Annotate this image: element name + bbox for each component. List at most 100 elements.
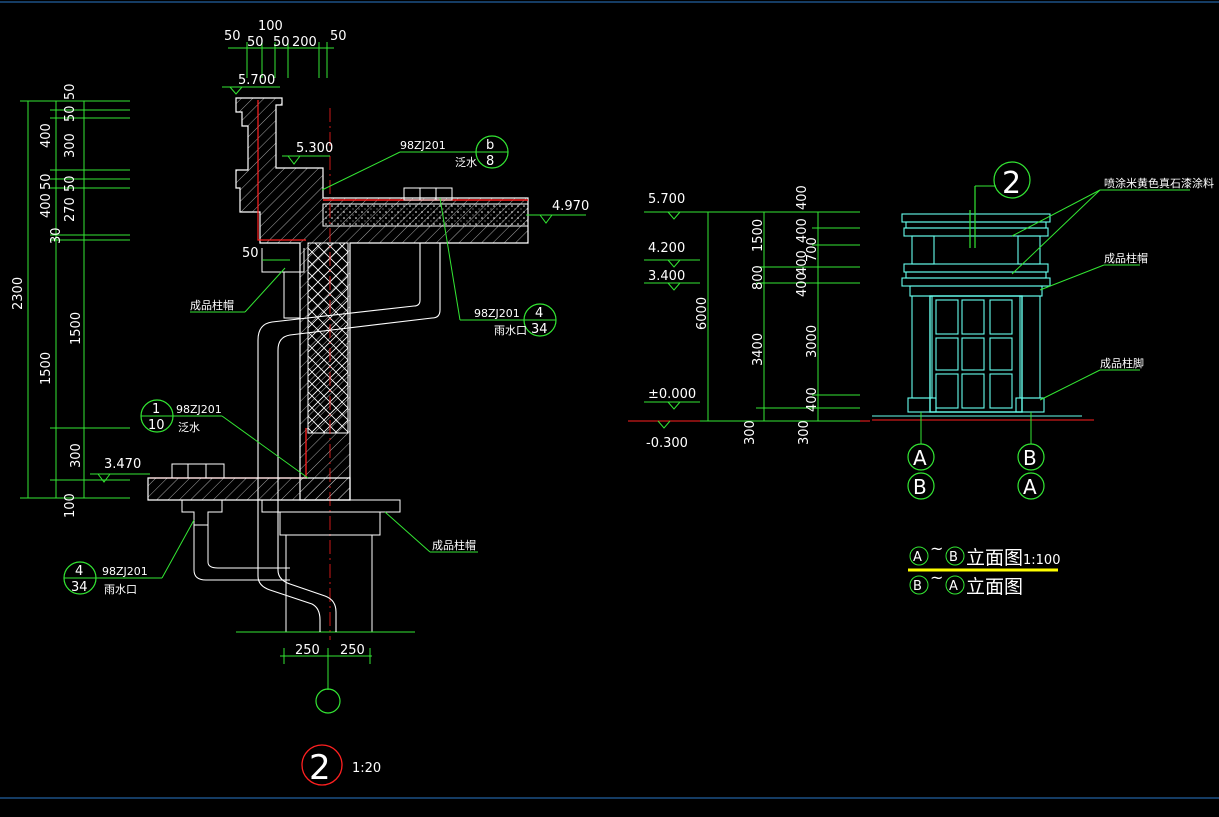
level-mark-4970: 4.970 [526,199,589,224]
elevation-view: 5.700 4.200 3.400 ±0.000 -0.300 [628,161,1214,598]
svg-text:成品柱帽: 成品柱帽 [432,538,476,552]
svg-text:400: 400 [805,387,820,412]
svg-text:3.470: 3.470 [104,457,141,472]
section-title: 2 1:20 [301,744,381,788]
svg-text:50: 50 [63,83,78,100]
level-mark-5700: 5.700 [222,73,280,95]
svg-text:50: 50 [63,175,78,192]
svg-text:270: 270 [63,197,78,222]
svg-text:3000: 3000 [805,325,820,358]
svg-text:成品柱脚: 成品柱脚 [1100,356,1144,370]
elevation-section-marker: 2 [969,161,1031,248]
callout-98zj201-110: 1 10 98ZJ201 泛水 [140,399,309,479]
note-paint: 喷涂米黄色真石漆涂料 [1011,176,1214,275]
svg-text:B: B [913,475,927,499]
column-and-downpipe [181,243,441,633]
svg-text:4.970: 4.970 [552,199,589,214]
svg-text:4: 4 [535,306,543,321]
section-detail-2: 100 50 50 50 200 50 5.700 [11,19,589,788]
elev-level-4200: 4.200 [644,241,700,268]
gate-elevation-drawing [872,213,1094,421]
svg-text:300: 300 [63,133,78,158]
svg-text:34: 34 [531,322,548,337]
svg-text:50: 50 [242,246,259,261]
svg-text:100: 100 [63,493,78,518]
svg-text:300: 300 [743,420,758,445]
callout-98zj201-b8: 98ZJ201 b 8 泛水 [321,135,509,191]
svg-text:400: 400 [795,272,810,297]
svg-text:A: A [949,579,958,594]
dim-50-b: 50 [247,35,264,50]
callout-98zj201-434-upper: 98ZJ201 4 34 雨水口 [439,197,557,337]
svg-text:1500: 1500 [751,219,766,252]
svg-text:34: 34 [71,580,88,595]
svg-text:5.700: 5.700 [648,192,685,207]
svg-text:10: 10 [148,418,165,433]
dim-50-a: 50 [224,29,241,44]
svg-text:雨水口: 雨水口 [494,324,527,337]
svg-text:1500: 1500 [39,352,54,385]
elev-dim-6000: 6000 [695,297,710,330]
svg-text:400: 400 [795,218,810,243]
dim-200: 200 [292,35,317,50]
svg-text:~: ~ [930,568,943,587]
svg-text:3400: 3400 [751,333,766,366]
dim-2300: 2300 [11,277,26,310]
svg-text:300: 300 [69,443,84,468]
top-dimension-chain: 100 50 50 50 200 50 [224,19,347,78]
svg-text:b: b [486,138,494,153]
svg-text:-0.300: -0.300 [646,436,688,451]
bottom-dimension-chain: 250 250 [280,643,372,714]
svg-text:8: 8 [486,154,494,169]
elevation-title-1: A ~ B 立面图 1:100 [908,539,1060,572]
gutter-dimension-50: 50 [242,246,290,261]
dim-100: 100 [258,19,283,34]
axis-bubbles: A B B A [907,412,1045,500]
elevation-title-2: B ~ A 立面图 [909,568,1023,598]
svg-text:5.300: 5.300 [296,141,333,156]
svg-text:A: A [913,446,927,470]
level-mark-5300: 5.300 [282,141,333,165]
note-elev-base: 成品柱脚 [1039,356,1144,401]
svg-text:700: 700 [805,237,820,262]
svg-text:400: 400 [39,193,54,218]
svg-text:4.200: 4.200 [648,241,685,256]
elev-dimension-chains: 6000 1500 800 3400 400 400 700 400 400 3… [695,185,860,445]
svg-text:成品柱帽: 成品柱帽 [1104,251,1148,265]
svg-text:3.400: 3.400 [648,269,685,284]
svg-text:98ZJ201: 98ZJ201 [474,307,520,320]
elev-level-3400: 3.400 [644,269,700,291]
note-gutter-cap: 成品柱帽 [190,267,286,313]
svg-text:立面图: 立面图 [966,547,1023,569]
elev-level-5700: 5.700 [644,192,712,220]
svg-text:±0.000: ±0.000 [648,387,696,402]
svg-text:400: 400 [795,185,810,210]
svg-text:B: B [913,579,922,594]
note-column-cap: 成品柱帽 [384,511,478,553]
svg-text:98ZJ201: 98ZJ201 [102,565,148,578]
svg-text:雨水口: 雨水口 [104,583,137,596]
svg-text:98ZJ201: 98ZJ201 [400,139,446,152]
svg-text:50: 50 [63,105,78,122]
svg-text:300: 300 [797,420,812,445]
elev-level-0000: ±0.000 [644,387,700,410]
svg-text:B: B [949,550,958,565]
svg-text:250: 250 [295,643,320,658]
svg-text:250: 250 [340,643,365,658]
svg-text:1500: 1500 [69,312,84,345]
svg-text:泛水: 泛水 [178,421,200,434]
parapet-section [150,97,529,640]
svg-text:成品柱帽: 成品柱帽 [190,298,234,312]
svg-text:A: A [913,550,922,565]
svg-text:400: 400 [39,123,54,148]
dim-50-c: 50 [273,35,290,50]
svg-text:30: 30 [49,227,64,244]
svg-text:A: A [1023,475,1037,499]
section-title-number: 2 [309,748,331,788]
svg-text:98ZJ201: 98ZJ201 [176,403,222,416]
svg-text:喷涂米黄色真石漆涂料: 喷涂米黄色真石漆涂料 [1104,176,1214,190]
left-dimension-chains: 2300 50 400 50 400 30 1500 100 50 300 50… [11,83,130,518]
svg-text:1:100: 1:100 [1023,553,1060,568]
svg-text:泛水: 泛水 [455,156,477,169]
